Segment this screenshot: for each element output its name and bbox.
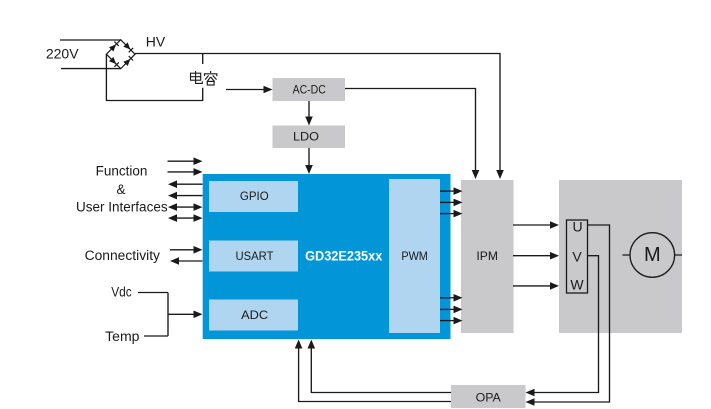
svg-text:Temp: Temp bbox=[105, 329, 139, 344]
svg-text:&: & bbox=[116, 182, 125, 197]
svg-text:User Interfaces: User Interfaces bbox=[76, 199, 168, 214]
svg-text:V: V bbox=[572, 248, 582, 264]
svg-text:220V: 220V bbox=[46, 46, 79, 62]
svg-text:OPA: OPA bbox=[476, 391, 501, 405]
svg-text:GD32E235xx: GD32E235xx bbox=[305, 249, 383, 264]
svg-text:M: M bbox=[644, 244, 661, 266]
svg-text:AC-DC: AC-DC bbox=[293, 83, 326, 97]
svg-text:PWM: PWM bbox=[401, 249, 428, 263]
svg-text:Connectivity: Connectivity bbox=[85, 248, 161, 263]
svg-text:HV: HV bbox=[146, 34, 166, 50]
svg-text:GPIO: GPIO bbox=[240, 189, 269, 203]
svg-text:LDO: LDO bbox=[293, 130, 319, 144]
svg-text:IPM: IPM bbox=[476, 249, 498, 263]
svg-text:W: W bbox=[570, 276, 584, 292]
svg-text:USART: USART bbox=[236, 249, 275, 263]
svg-text:Function: Function bbox=[96, 164, 148, 179]
svg-text:ADC: ADC bbox=[241, 308, 268, 322]
svg-text:U: U bbox=[572, 219, 582, 235]
svg-text:Vdc: Vdc bbox=[111, 285, 132, 300]
